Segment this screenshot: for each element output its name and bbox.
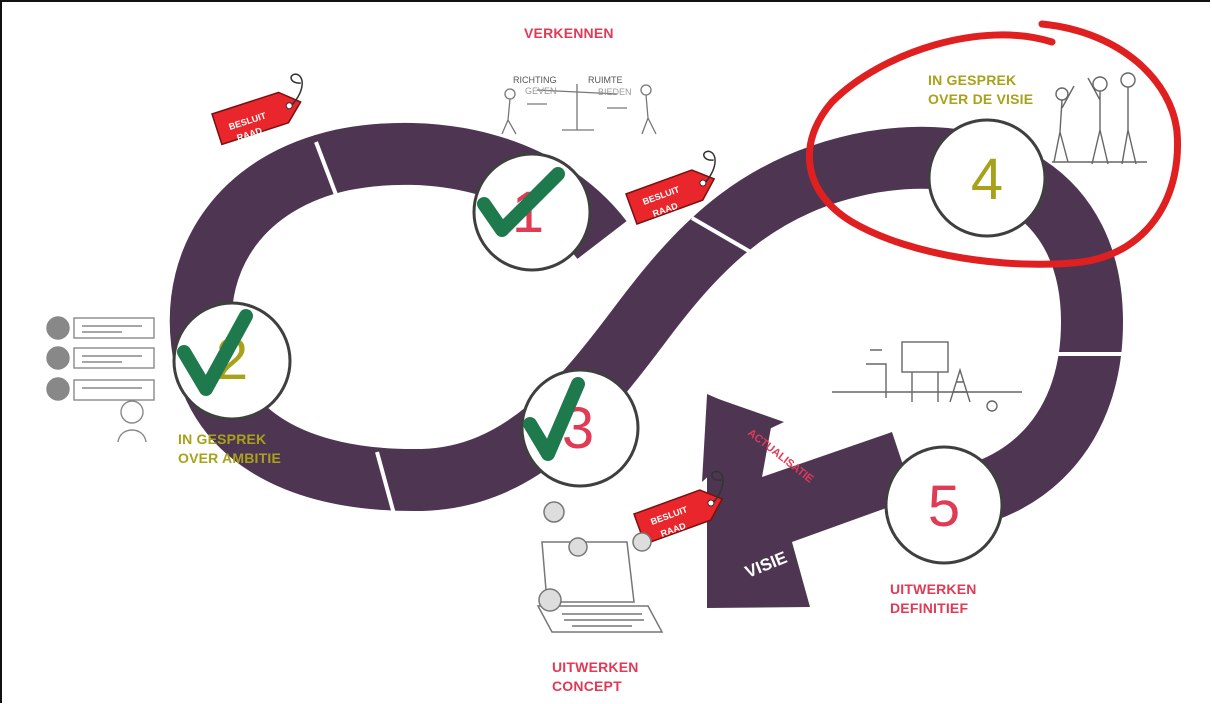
sketch-bieden: BIEDEN	[598, 87, 632, 97]
step-3-label-line2: CONCEPT	[552, 678, 622, 694]
highlight-circle	[806, 20, 1182, 268]
step-2-label: IN GESPREK OVER AMBITIE	[178, 430, 281, 468]
step-number-5: 5	[928, 474, 960, 539]
step-2-label-line2: OVER AMBITIE	[178, 450, 281, 466]
laptop-sketch	[536, 501, 664, 633]
step-4-label-line2: OVER DE VISIE	[928, 91, 1034, 107]
step-1-label: VERKENNEN	[524, 24, 614, 43]
board-sketch	[832, 341, 1022, 412]
step-2-label-line1: IN GESPREK	[178, 431, 267, 447]
check-icon	[477, 167, 565, 237]
step-4-label: IN GESPREK OVER DE VISIE	[928, 71, 1033, 109]
track-dividers	[314, 141, 1127, 515]
step-5-label-line2: DEFINITIEF	[890, 600, 969, 616]
sketch-ruimte: RUIMTE	[588, 75, 623, 85]
check-icon	[177, 309, 253, 396]
sketch-geven: GEVEN	[525, 86, 557, 96]
step-number-4: 4	[971, 147, 1003, 212]
visie-arrow	[702, 394, 914, 608]
step-1-label-line1: VERKENNEN	[524, 25, 614, 41]
step-5-label: UITWERKEN DEFINITIEF	[890, 580, 977, 618]
sketch-richting: RICHTING	[513, 75, 557, 85]
besluit-raad-tag-2	[625, 150, 716, 226]
idea-list-sketch	[46, 316, 155, 443]
step-circle-5	[884, 445, 1004, 565]
step-circle-4	[927, 118, 1047, 238]
step-5-label-line1: UITWERKEN	[890, 581, 977, 597]
step-4-label-line1: IN GESPREK	[928, 72, 1017, 88]
people-sketch	[1052, 72, 1147, 165]
step-3-label: UITWERKEN CONCEPT	[552, 658, 639, 696]
besluit-raad-tag-1	[211, 73, 303, 146]
check-icon	[523, 377, 585, 461]
step-circle-1	[472, 152, 592, 272]
step-3-label-line1: UITWERKEN	[552, 659, 639, 675]
balance-sketch	[501, 84, 657, 135]
